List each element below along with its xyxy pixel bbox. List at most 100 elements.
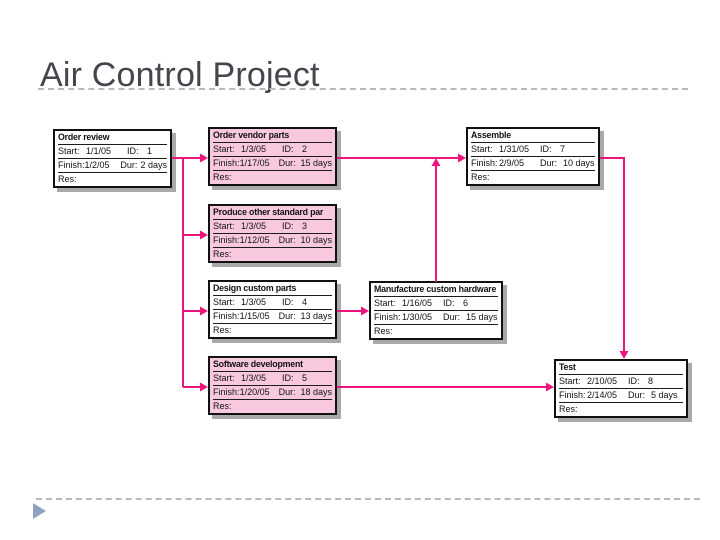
res-label: Res:: [471, 172, 490, 182]
id-label: ID:: [282, 144, 294, 154]
finish-label: Finish:: [213, 311, 240, 321]
finish-value: 2/9/05: [499, 158, 525, 168]
dur-value: 13 days: [300, 311, 332, 321]
start-label: Start:: [213, 373, 235, 383]
start-value: 1/16/05: [402, 298, 433, 308]
task-finish-row: Finish:1/12/05 Dur: 10 days: [213, 234, 332, 248]
res-label: Res:: [213, 249, 232, 259]
task-start-row: Start: 1/3/05 ID: 2: [213, 143, 332, 157]
task-title: Test: [559, 361, 683, 375]
dur-label: Dur:: [120, 160, 138, 170]
start-value: 1/1/05: [86, 146, 112, 156]
task-finish-row: Finish:1/20/05 Dur: 18 days: [213, 386, 332, 400]
finish-label: Finish:: [213, 387, 240, 397]
dur-label: Dur:: [278, 158, 296, 168]
dur-value: 2 days: [140, 160, 167, 170]
dur-value: 18 days: [300, 387, 332, 397]
task-start-row: Start: 1/3/05 ID: 4: [213, 296, 332, 310]
res-label: Res:: [58, 174, 77, 184]
dur-label: Dur:: [628, 390, 646, 400]
task-node-order-review: Order review Start: 1/1/05 ID: 1 Finish:1/2…: [53, 129, 172, 188]
task-finish-row: Finish:1/15/05 Dur: 13 days: [213, 310, 332, 324]
task-res-row: Res:: [559, 403, 683, 416]
id-label: ID:: [282, 297, 294, 307]
finish-label: Finish:: [213, 158, 240, 168]
finish-label: Finish:: [374, 312, 401, 322]
start-value: 2/10/05: [587, 376, 618, 386]
start-label: Start:: [213, 297, 235, 307]
id-label: ID:: [127, 146, 139, 156]
finish-label: Finish:: [471, 158, 498, 168]
id-value: 5: [302, 373, 308, 383]
finish-label: Finish:: [58, 160, 85, 170]
task-res-row: Res:: [213, 248, 332, 261]
task-title: Manufacture custom hardware: [374, 283, 498, 297]
dur-value: 10 days: [300, 235, 332, 245]
connector-assemble-to-test: [600, 157, 629, 359]
task-res-row: Res:: [213, 324, 332, 337]
finish-value: 1/2/05: [84, 160, 110, 170]
dur-value: 5 days: [651, 390, 678, 400]
task-title: Software development: [213, 358, 332, 372]
dur-label: Dur:: [278, 387, 296, 397]
start-value: 1/3/05: [241, 221, 267, 231]
task-node-order-vendor-parts: Order vendor parts Start: 1/3/05 ID: 2 Fini…: [208, 127, 337, 186]
task-title: Design custom parts: [213, 282, 332, 296]
start-value: 1/3/05: [241, 297, 267, 307]
task-finish-row: Finish:2/9/05 Dur: 10 days: [471, 157, 595, 171]
task-finish-row: Finish:1/2/05 Dur:2 days: [58, 159, 167, 173]
task-res-row: Res:: [213, 171, 332, 184]
id-label: ID:: [282, 221, 294, 231]
id-value: 1: [147, 146, 153, 156]
start-value: 1/3/05: [241, 373, 267, 383]
dur-value: 10 days: [563, 158, 595, 168]
dur-label: Dur:: [278, 235, 296, 245]
res-label: Res:: [213, 325, 232, 335]
start-label: Start:: [213, 144, 235, 154]
start-label: Start:: [471, 144, 493, 154]
res-label: Res:: [213, 172, 232, 182]
task-title: Order review: [58, 131, 167, 145]
finish-value: 1/20/05: [239, 387, 270, 397]
finish-label: Finish:: [213, 235, 240, 245]
finish-label: Finish:: [559, 390, 586, 400]
task-node-manufacture-custom-hardware: Manufacture custom hardware Start: 1/16/0…: [369, 281, 503, 340]
task-title: Assemble: [471, 129, 595, 143]
start-label: Start:: [58, 146, 80, 156]
id-label: ID:: [628, 376, 640, 386]
task-start-row: Start: 1/1/05 ID: 1: [58, 145, 167, 159]
start-label: Start:: [213, 221, 235, 231]
task-title: Order vendor parts: [213, 129, 332, 143]
task-res-row: Res:: [58, 173, 167, 186]
start-label: Start:: [559, 376, 581, 386]
dur-value: 15 days: [466, 312, 498, 322]
task-res-row: Res:: [471, 171, 595, 184]
id-label: ID:: [540, 144, 552, 154]
title-divider: [38, 88, 688, 90]
page-title: Air Control Project: [40, 55, 320, 94]
res-label: Res:: [559, 404, 578, 414]
finish-value: 1/12/05: [239, 235, 270, 245]
dur-label: Dur:: [278, 311, 296, 321]
start-label: Start:: [374, 298, 396, 308]
dur-label: Dur:: [540, 158, 558, 168]
start-value: 1/3/05: [241, 144, 267, 154]
id-value: 4: [302, 297, 308, 307]
task-node-design-custom-parts: Design custom parts Start: 1/3/05 ID: 4 Fin…: [208, 280, 337, 339]
finish-value: 1/15/05: [239, 311, 270, 321]
finish-value: 1/30/05: [402, 312, 433, 322]
id-value: 2: [302, 144, 308, 154]
id-label: ID:: [443, 298, 455, 308]
footer-divider: [36, 498, 700, 500]
